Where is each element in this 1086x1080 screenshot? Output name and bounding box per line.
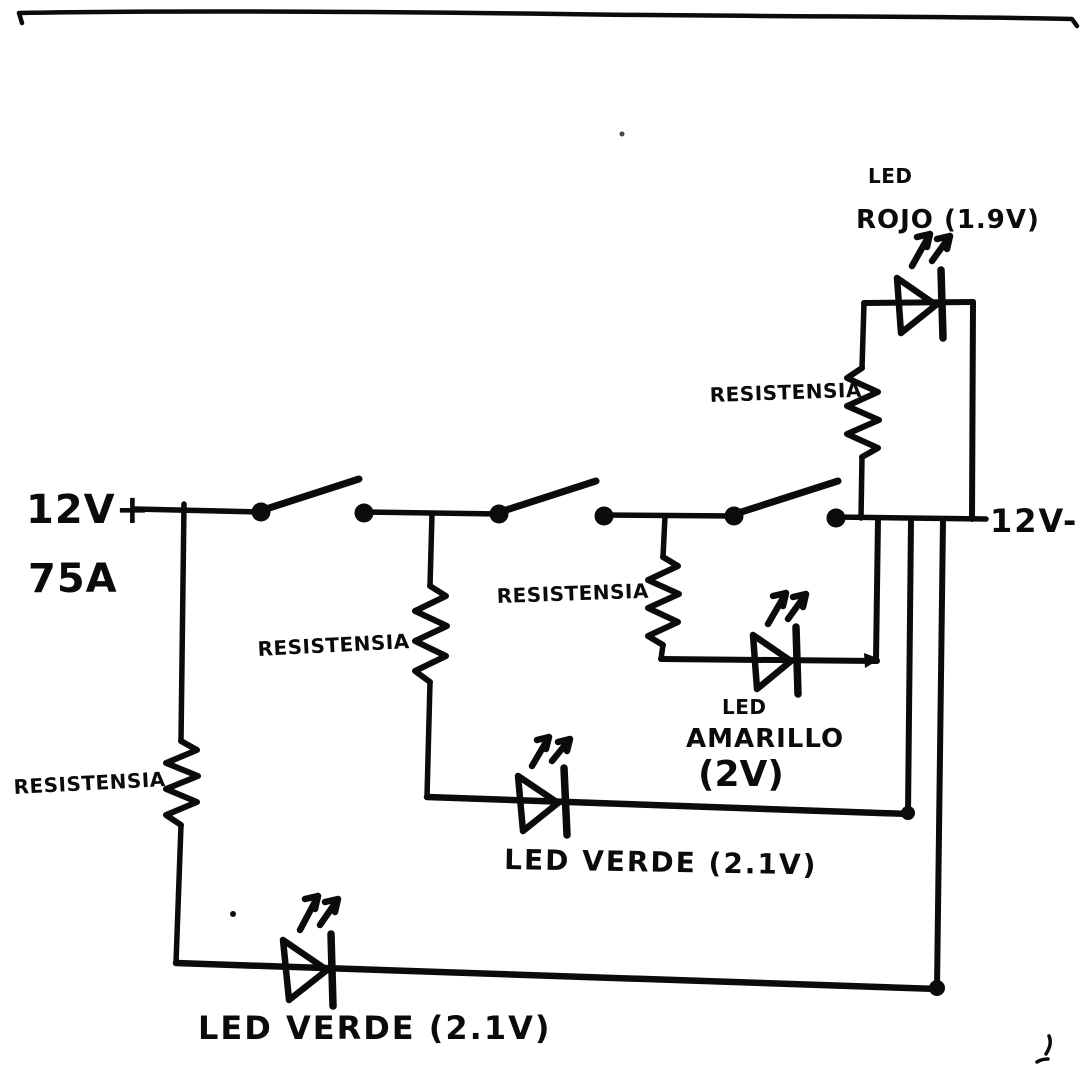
wire (173, 822, 184, 966)
junction-dot (354, 503, 374, 523)
label-led-yellow-detail: AMARILLO (686, 724, 844, 754)
led-arrow (928, 232, 954, 265)
led-arrow (528, 733, 553, 770)
paper-top-edge-line (16, 9, 1080, 29)
label-led-green-bottom: LED VERDE (2.1V) (198, 1009, 551, 1047)
wire (178, 501, 187, 744)
wire (873, 516, 881, 663)
led-triangle (279, 936, 331, 1004)
yellow-led-branch (645, 513, 881, 698)
wire (658, 656, 880, 664)
rail-segment-3 (598, 512, 739, 519)
label-resistor-green-bottom-branch: RESISTENSIA (13, 767, 166, 799)
stray-ink-dot (619, 131, 625, 137)
led-red-symbol (893, 230, 954, 342)
led-arrow (296, 892, 322, 934)
stray-ink-dot (230, 911, 236, 917)
label-negative-supply: 12V- (990, 502, 1078, 540)
label-resistor-yellow-branch: RESISTENSIA (496, 579, 649, 608)
wire (172, 959, 942, 993)
switch-3-blade (731, 477, 842, 518)
label-resistor-red-branch: RESISTENSIA (709, 378, 862, 407)
led-cathode-bar (327, 930, 337, 1010)
wire (423, 793, 913, 818)
led-triangle (749, 631, 795, 693)
label-supply-current: 75A (28, 556, 118, 602)
led-green-middle-symbol (514, 733, 574, 839)
red-led-branch (844, 230, 976, 522)
green-bottom-led-branch (163, 501, 946, 1010)
junction-dot (826, 508, 846, 528)
junction-dot (594, 506, 614, 526)
led-arrow (316, 895, 342, 929)
wire (969, 299, 976, 522)
stray-ink-squiggle (1035, 1034, 1052, 1064)
label-resistor-green-middle-branch: RESISTENSIA (257, 629, 410, 661)
wire (424, 679, 433, 800)
wire (859, 300, 867, 371)
led-green-bottom-symbol (279, 892, 342, 1010)
positive-rail (131, 502, 989, 528)
wire (905, 517, 914, 816)
resistor-green-bottom-branch (163, 738, 201, 828)
wire (934, 517, 946, 991)
switch-2-blade (496, 477, 600, 516)
wire-end-arrowhead (864, 653, 880, 668)
switch-1-blade (259, 475, 363, 514)
led-arrow (548, 735, 574, 765)
led-yellow-symbol (749, 589, 810, 698)
rail-segment-1 (131, 506, 266, 515)
label-led-green-middle: LED VERDE (2.1V) (504, 843, 818, 881)
label-led-yellow-name: LED (722, 695, 767, 719)
label-led-red-name: LED (868, 164, 913, 188)
label-led-yellow-voltage: (2V) (698, 754, 784, 795)
wire (660, 513, 668, 560)
led-arrow (908, 230, 934, 270)
label-led-red-detail: ROJO (1.9V) (856, 205, 1040, 235)
green-middle-led-branch (412, 511, 915, 839)
wire (427, 511, 435, 589)
led-arrow (764, 589, 790, 628)
wire (858, 454, 865, 521)
resistor-yellow-branch (645, 554, 682, 648)
label-positive-supply: 12V+ (26, 487, 150, 533)
led-cathode-bar (560, 764, 571, 839)
led-triangle (514, 772, 562, 835)
led-arrow (784, 590, 810, 623)
wire (861, 299, 976, 306)
resistor-green-middle-branch (412, 583, 450, 685)
led-cathode-bar (937, 266, 947, 342)
led-triangle (893, 274, 940, 337)
resistor-red-branch (844, 365, 882, 460)
led-cathode-bar (792, 623, 802, 698)
